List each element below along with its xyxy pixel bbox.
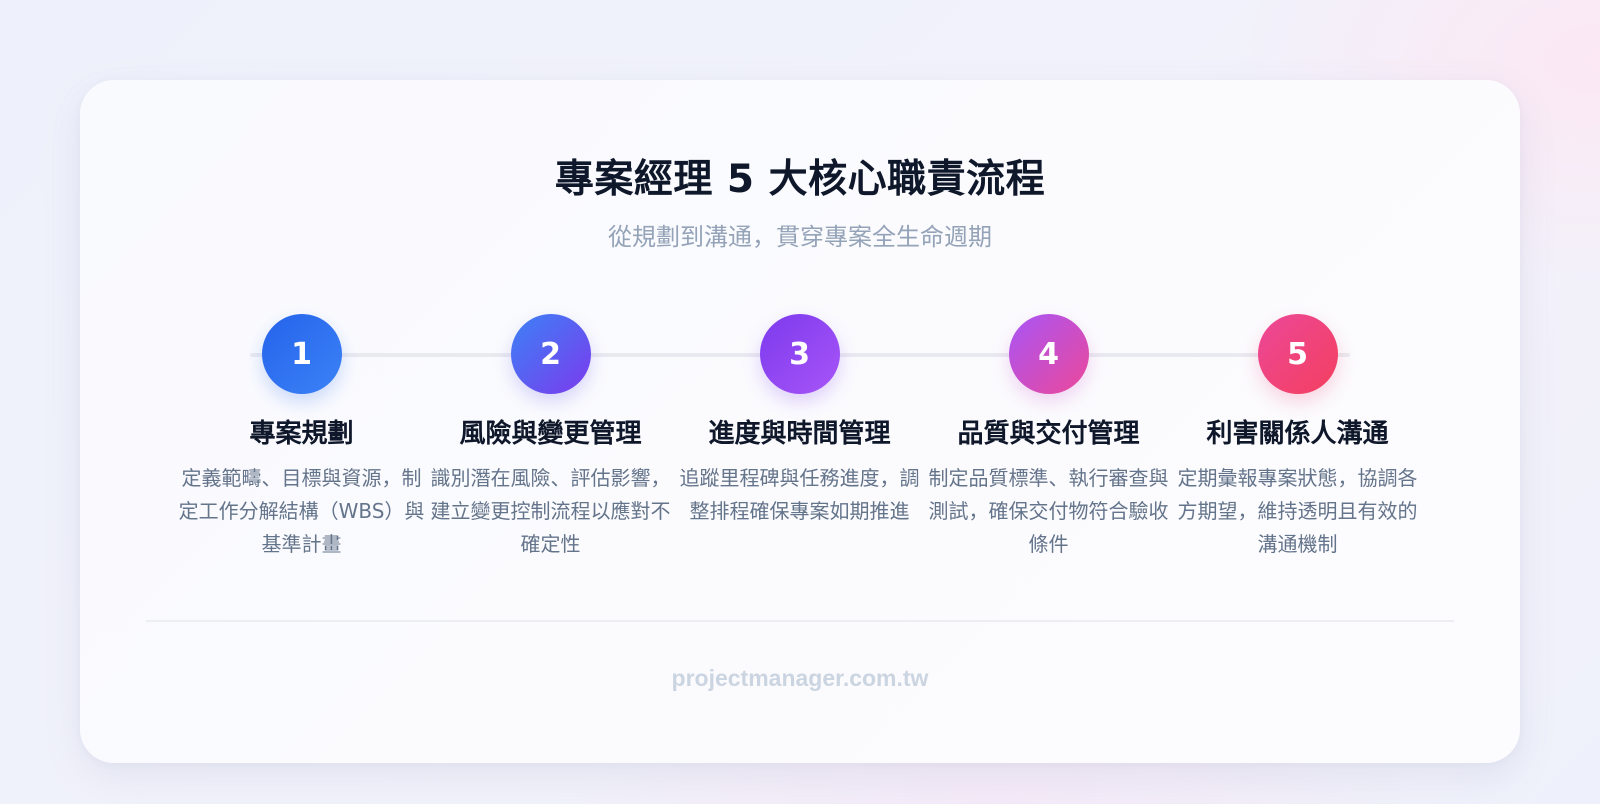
step-title: 利害關係人溝通 (1206, 419, 1389, 449)
step-planning: 1 專案規劃 定義範疇、目標與資源，制定工作分解結構（WBS）與基準計畫 (177, 314, 426, 561)
page-subtitle: 從規劃到溝通，貫穿專案全生命週期 (608, 223, 992, 251)
step-description: 定期彙報專案狀態，協調各方期望，維持透明且有效的溝通機制 (1177, 466, 1418, 556)
step-description: 定義範疇、目標與資源，制定工作分解結構（WBS）與基準計畫 (178, 466, 425, 556)
step-number-badge: 4 (1008, 314, 1089, 394)
step-number: 2 (540, 336, 561, 372)
process-card: 專案經理 5 大核心職責流程 從規劃到溝通，貫穿專案全生命週期 1 專案規劃 定… (80, 80, 1520, 763)
step-description: 追蹤里程碑與任務進度，調整排程確保專案如期推進 (679, 466, 920, 523)
footer-divider (146, 620, 1454, 622)
step-number: 4 (1038, 336, 1059, 372)
step-description: 識別潛在風險、評估影響，建立變更控制流程以應對不確定性 (430, 466, 671, 556)
step-number: 3 (789, 336, 810, 372)
step-number-badge: 1 (261, 314, 342, 394)
footer-site-name: projectmanager.com.tw (671, 665, 929, 691)
page-title: 專案經理 5 大核心職責流程 (554, 157, 1046, 202)
step-title: 風險與變更管理 (459, 419, 642, 449)
step-title: 品質與交付管理 (957, 419, 1140, 449)
step-title: 專案規劃 (249, 419, 354, 449)
step-number: 5 (1287, 336, 1308, 372)
step-title: 進度與時間管理 (708, 419, 891, 449)
process-steps: 1 專案規劃 定義範疇、目標與資源，制定工作分解結構（WBS）與基準計畫 2 風… (177, 314, 1422, 561)
step-number-badge: 5 (1257, 314, 1338, 394)
step-risk-change: 2 風險與變更管理 識別潛在風險、評估影響，建立變更控制流程以應對不確定性 (426, 314, 675, 561)
step-stakeholder-communication: 5 利害關係人溝通 定期彙報專案狀態，協調各方期望，維持透明且有效的溝通機制 (1173, 314, 1422, 561)
step-number-badge: 2 (510, 314, 591, 394)
step-number: 1 (291, 336, 312, 372)
step-quality-delivery: 4 品質與交付管理 制定品質標準、執行審查與測試，確保交付物符合驗收條件 (924, 314, 1173, 561)
step-schedule-time: 3 進度與時間管理 追蹤里程碑與任務進度，調整排程確保專案如期推進 (675, 314, 924, 561)
step-description: 制定品質標準、執行審查與測試，確保交付物符合驗收條件 (928, 466, 1169, 556)
step-number-badge: 3 (759, 314, 840, 394)
